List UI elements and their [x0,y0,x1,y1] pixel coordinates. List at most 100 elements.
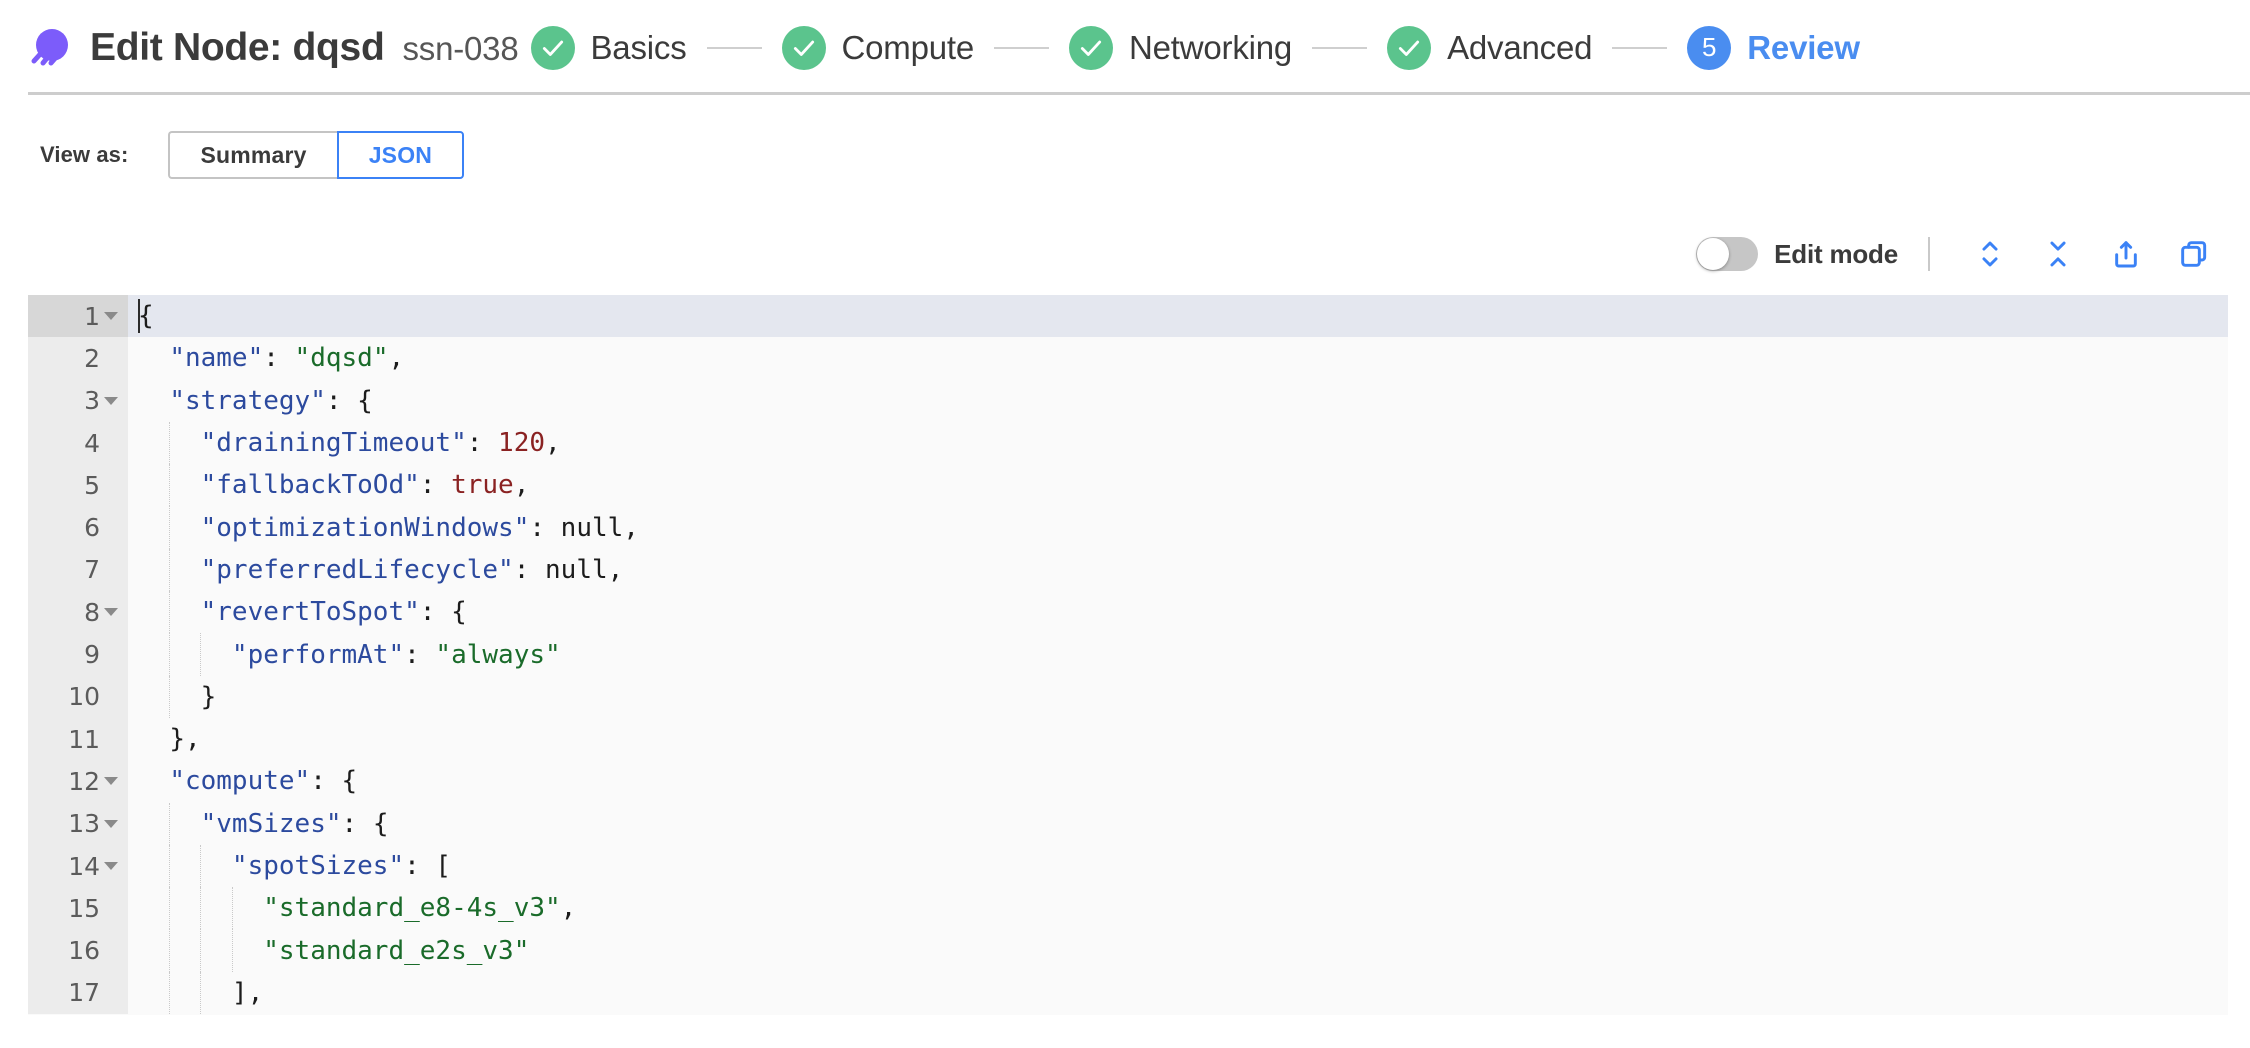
toolbar-divider [1928,237,1930,271]
code-line-content: "preferredLifecycle": null, [128,548,2228,592]
indent-guide [200,633,202,676]
line-number: 10 [68,682,100,712]
code-line[interactable]: 1{ [28,295,2228,338]
token-key: "optimizationWindows" [200,512,530,543]
line-gutter: 13 [28,802,128,845]
step-advanced[interactable]: Advanced [1387,25,1592,70]
line-number: 5 [84,470,100,500]
view-as-label: View as: [40,142,129,167]
code-line[interactable]: 5 "fallbackToOd": true, [28,464,2228,507]
share-icon[interactable] [2106,234,2146,274]
line-gutter: 16 [28,929,128,972]
indent-guide [200,929,202,972]
code-line[interactable]: 15 "standard_e8-4s_v3", [28,887,2228,930]
json-code-editor[interactable]: 1{2 "name": "dqsd",3 "strategy": {4 "dra… [28,295,2228,1015]
code-line-content: "name": "dqsd", [128,337,2228,380]
line-number: 3 [84,386,100,416]
token-str: "standard_e8-4s_v3" [263,893,561,924]
token-punc: : { [325,385,373,416]
code-tokens: "optimizationWindows": null, [138,515,639,541]
fold-arrow-icon[interactable] [100,777,122,785]
code-line-content: "fallbackToOd": true, [128,464,2228,507]
code-line[interactable]: 9 "performAt": "always" [28,633,2228,676]
edit-mode-toggle-knob [1697,238,1730,270]
token-punc: : [404,639,436,670]
token-punc: , [623,512,639,543]
step-review[interactable]: 5 Review [1687,25,1860,70]
expand-all-icon[interactable] [1970,234,2010,274]
token-punc: : { [310,766,358,797]
copy-icon[interactable] [2174,234,2214,274]
code-line-content: "standard_e8-4s_v3", [128,887,2228,930]
token-punc: : [ [404,851,452,881]
indent-guide [169,421,171,465]
indent-guide [169,506,171,549]
indent-guide [169,633,171,676]
token-punc: , [388,343,405,374]
code-line[interactable]: 14 "spotSizes": [ [28,844,2228,888]
code-tokens: "performAt": "always" [138,642,561,668]
line-gutter: 11 [28,717,128,761]
code-tokens: "standard_e8-4s_v3", [138,895,576,921]
token-punc: { [138,301,154,332]
fold-arrow-icon[interactable] [100,312,122,320]
fold-arrow-icon[interactable] [100,608,122,616]
code-line[interactable]: 13 "vmSizes": { [28,802,2228,845]
code-line-content: "strategy": { [128,379,2228,422]
code-line[interactable]: 4 "drainingTimeout": 120, [28,421,2228,465]
token-punc: : { [341,808,389,839]
step-connector [1612,46,1668,49]
code-line-content: { [128,295,2228,338]
line-number: 12 [68,766,100,796]
code-tokens: "revertToSpot": { [138,599,467,625]
page-title-main: Edit Node: dqsd [90,25,385,69]
line-number: 17 [68,978,100,1008]
token-punc: : [466,428,499,459]
step-basics-label: Basics [590,28,687,66]
code-tokens: ], [138,980,263,1006]
fold-arrow-icon[interactable] [100,862,122,870]
edit-mode-toggle[interactable] [1696,237,1759,271]
code-line[interactable]: 11 }, [28,717,2228,761]
indent-guide [169,802,171,845]
step-compute[interactable]: Compute [781,25,974,70]
token-key: "fallbackToOd" [200,470,420,501]
indent-guide [169,971,171,1015]
step-networking[interactable]: Networking [1069,25,1292,70]
code-line[interactable]: 2 "name": "dqsd", [28,337,2228,380]
code-line[interactable]: 8 "revertToSpot": { [28,591,2228,634]
code-line[interactable]: 10 } [28,675,2228,718]
code-tokens: "fallbackToOd": true, [138,470,530,501]
line-number: 14 [68,851,100,881]
fold-arrow-icon[interactable] [100,820,122,828]
page-title-subtitle: ssn-038 [402,29,519,67]
token-punc: ], [231,977,264,1008]
editor-toolbar: Edit mode [0,231,2250,277]
line-gutter: 10 [28,675,128,718]
code-line-content: "compute": { [128,760,2228,803]
code-line-content: "revertToSpot": { [128,591,2228,634]
token-key: "spotSizes" [231,851,405,881]
token-punc: , [607,554,624,585]
view-as-json-button[interactable]: JSON [336,131,465,179]
indent-guide [200,844,202,888]
code-line[interactable]: 7 "preferredLifecycle": null, [28,548,2228,592]
header-divider [28,92,2250,95]
line-gutter: 14 [28,844,128,888]
view-as-summary-button[interactable]: Summary [168,131,337,179]
code-line[interactable]: 16 "standard_e2s_v3" [28,929,2228,972]
indent-guide [169,464,171,507]
step-basics[interactable]: Basics [530,25,687,70]
fold-arrow-icon[interactable] [100,397,122,405]
collapse-all-icon[interactable] [2038,234,2078,274]
code-line[interactable]: 12 "compute": { [28,760,2228,803]
token-key: "revertToSpot" [200,597,420,628]
code-tokens: "drainingTimeout": 120, [138,430,561,456]
code-line[interactable]: 17 ], [28,971,2228,1015]
code-line[interactable]: 6 "optimizationWindows": null, [28,506,2228,549]
line-gutter: 8 [28,591,128,634]
line-number: 11 [68,724,100,754]
code-line[interactable]: 3 "strategy": { [28,379,2228,422]
indent-guide [169,929,171,972]
code-line-content: ], [128,971,2228,1015]
